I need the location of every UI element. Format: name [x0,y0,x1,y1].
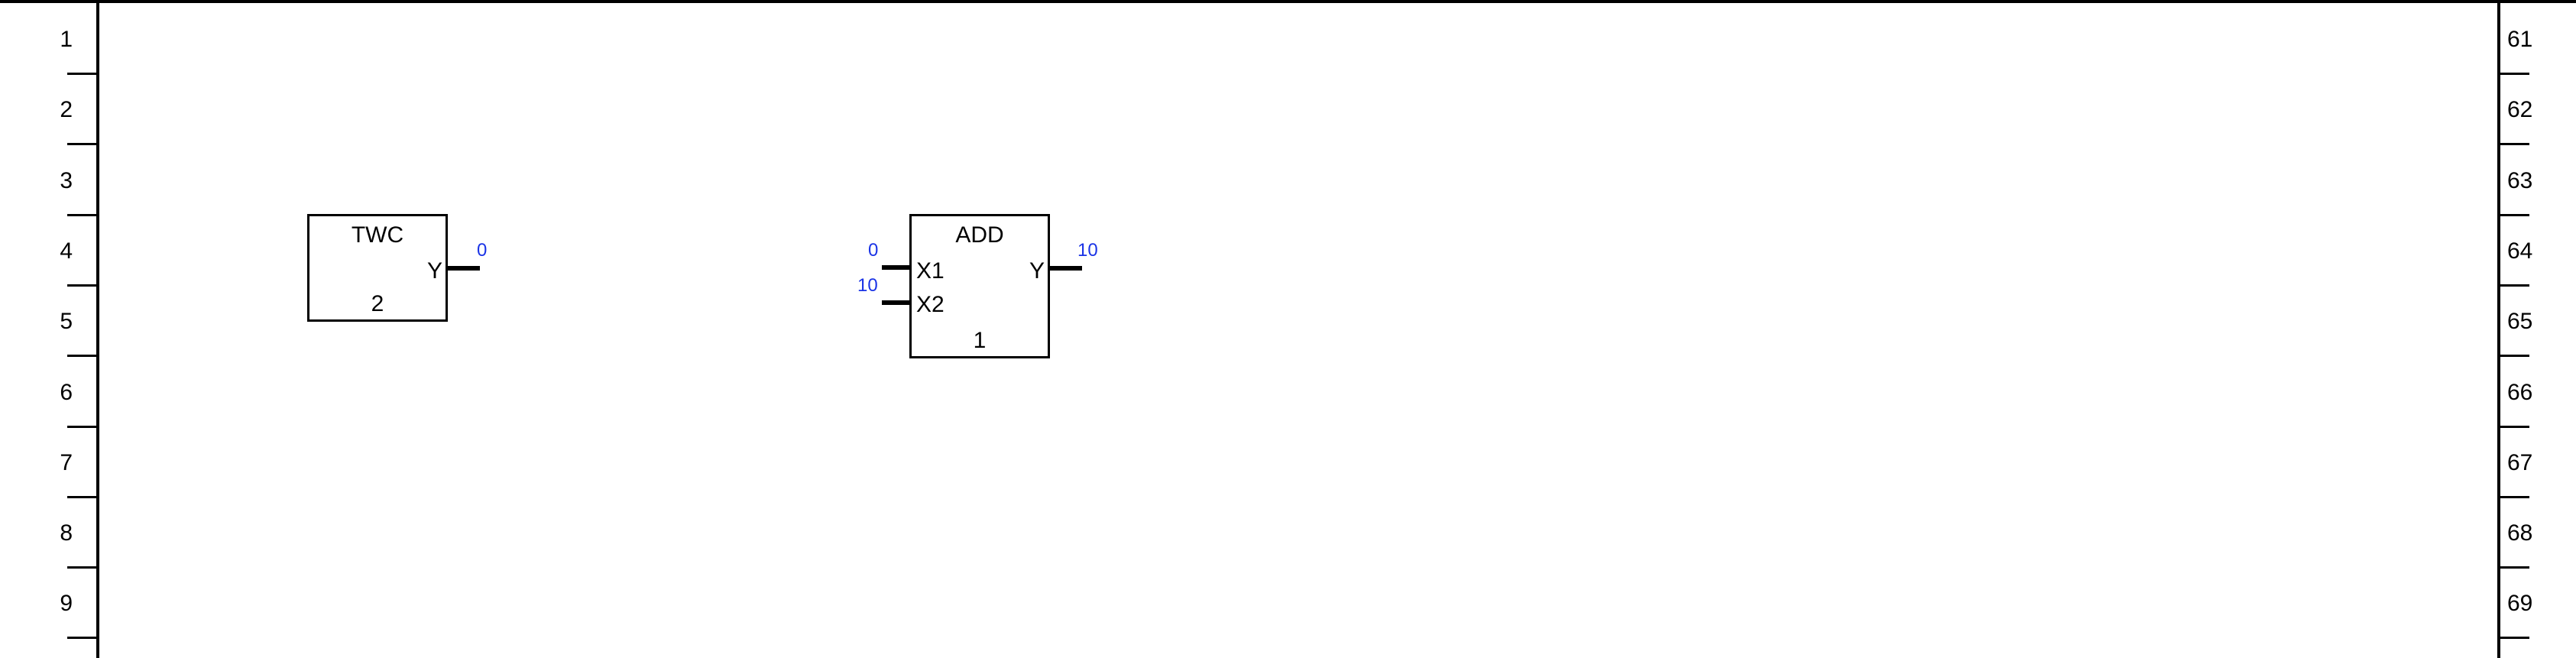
add-input1-pin[interactable] [882,265,911,270]
twc-output-label: Y [426,258,442,284]
add-block-title: ADD [955,222,1004,248]
row-tick-right [2500,73,2529,75]
row-tick-right [2500,566,2529,569]
row-number-right: 66 [2507,379,2533,405]
add-input2-label: X2 [916,292,945,317]
row-tick-left [67,284,96,287]
row-tick-right [2500,637,2529,640]
row-number-left: 8 [60,520,73,546]
left-power-rail [96,0,99,658]
row-tick-right [2500,143,2529,146]
row-number-right: 65 [2507,309,2533,335]
row-number-right: 63 [2507,167,2533,193]
row-number-right: 61 [2507,27,2533,52]
row-tick-left [67,566,96,569]
row-tick-right [2500,284,2529,287]
add-output-pin[interactable] [1050,266,1082,271]
twc-output-value: 0 [477,240,488,261]
add-input1-value: 0 [868,240,879,261]
twc-block-title: TWC [351,222,404,248]
row-tick-left [67,213,96,216]
row-number-left: 1 [60,27,73,52]
row-tick-right [2500,213,2529,216]
row-number-left: 3 [60,167,73,193]
row-tick-left [67,425,96,428]
right-power-rail [2497,0,2500,658]
add-function-block[interactable]: ADD X1 X2 Y 1 [909,214,1050,358]
row-number-right: 64 [2507,238,2533,264]
row-number-left: 2 [60,97,73,123]
add-input1-label: X1 [916,258,945,284]
row-tick-left [67,355,96,358]
twc-function-block[interactable]: TWC Y 2 [307,214,448,322]
row-tick-right [2500,425,2529,428]
add-block-number: 1 [973,328,987,353]
row-tick-left [67,637,96,640]
row-number-right: 68 [2507,520,2533,546]
twc-block-number: 2 [371,291,384,316]
row-number-right: 69 [2507,591,2533,617]
add-output-value: 10 [1077,240,1098,261]
add-output-label: Y [1029,258,1045,284]
add-input2-pin[interactable] [882,300,911,305]
top-border [0,0,2576,3]
row-number-left: 4 [60,238,73,264]
row-tick-left [67,143,96,146]
row-number-right: 62 [2507,97,2533,123]
row-tick-right [2500,355,2529,358]
row-number-left: 5 [60,309,73,335]
row-tick-left [67,73,96,75]
add-input2-value: 10 [857,275,878,296]
row-tick-left [67,495,96,498]
row-number-left: 6 [60,379,73,405]
row-number-left: 7 [60,449,73,475]
row-number-left: 9 [60,591,73,617]
row-tick-right [2500,495,2529,498]
twc-output-pin[interactable] [448,266,480,271]
row-number-right: 67 [2507,449,2533,475]
